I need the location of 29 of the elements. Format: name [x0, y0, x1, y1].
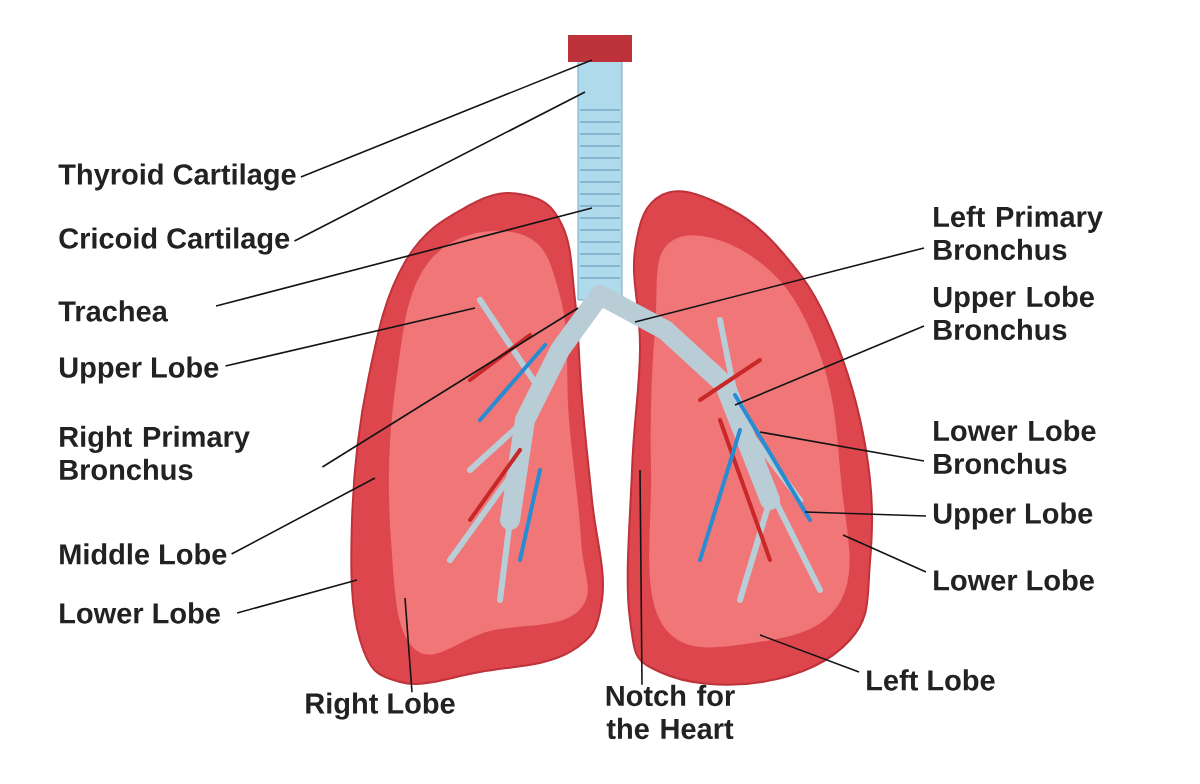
leader-line	[634, 247, 925, 323]
part-label: Upper Lobe	[59, 356, 219, 384]
leader-line	[230, 477, 376, 555]
leader-line	[734, 325, 925, 406]
part-label: Trachea	[58, 300, 168, 322]
leader-line	[759, 634, 860, 673]
part-label: Lower Lobe	[60, 602, 220, 624]
leader-line	[215, 207, 593, 307]
part-label: Upper Lobe Bronchus	[933, 285, 1094, 341]
leader-line	[804, 511, 927, 517]
part-label: Lower Lobe	[934, 569, 1094, 591]
part-label: Thyroid Cartilage	[58, 163, 296, 191]
part-label: Upper Lobe	[933, 502, 1093, 530]
part-label: Middle Lobe	[60, 543, 227, 565]
part-label: Left Lobe	[867, 669, 995, 691]
leader-line	[293, 91, 586, 242]
leader-line	[236, 579, 358, 614]
leader-line	[224, 307, 476, 367]
part-label: Right Primary Bronchus	[60, 425, 250, 481]
leader-line	[759, 431, 925, 462]
leader-line	[321, 307, 579, 468]
part-label: Left Primary Bronchus	[934, 205, 1103, 261]
leader-line	[300, 59, 593, 178]
leader-line	[842, 534, 927, 573]
leader-line	[639, 469, 643, 686]
part-label: Cricoid Cartilage	[59, 227, 290, 255]
part-label: Lower Lobe Bronchus	[934, 419, 1096, 475]
part-label: Right Lobe	[306, 692, 455, 720]
part-label: Notch for the Heart	[606, 684, 735, 740]
